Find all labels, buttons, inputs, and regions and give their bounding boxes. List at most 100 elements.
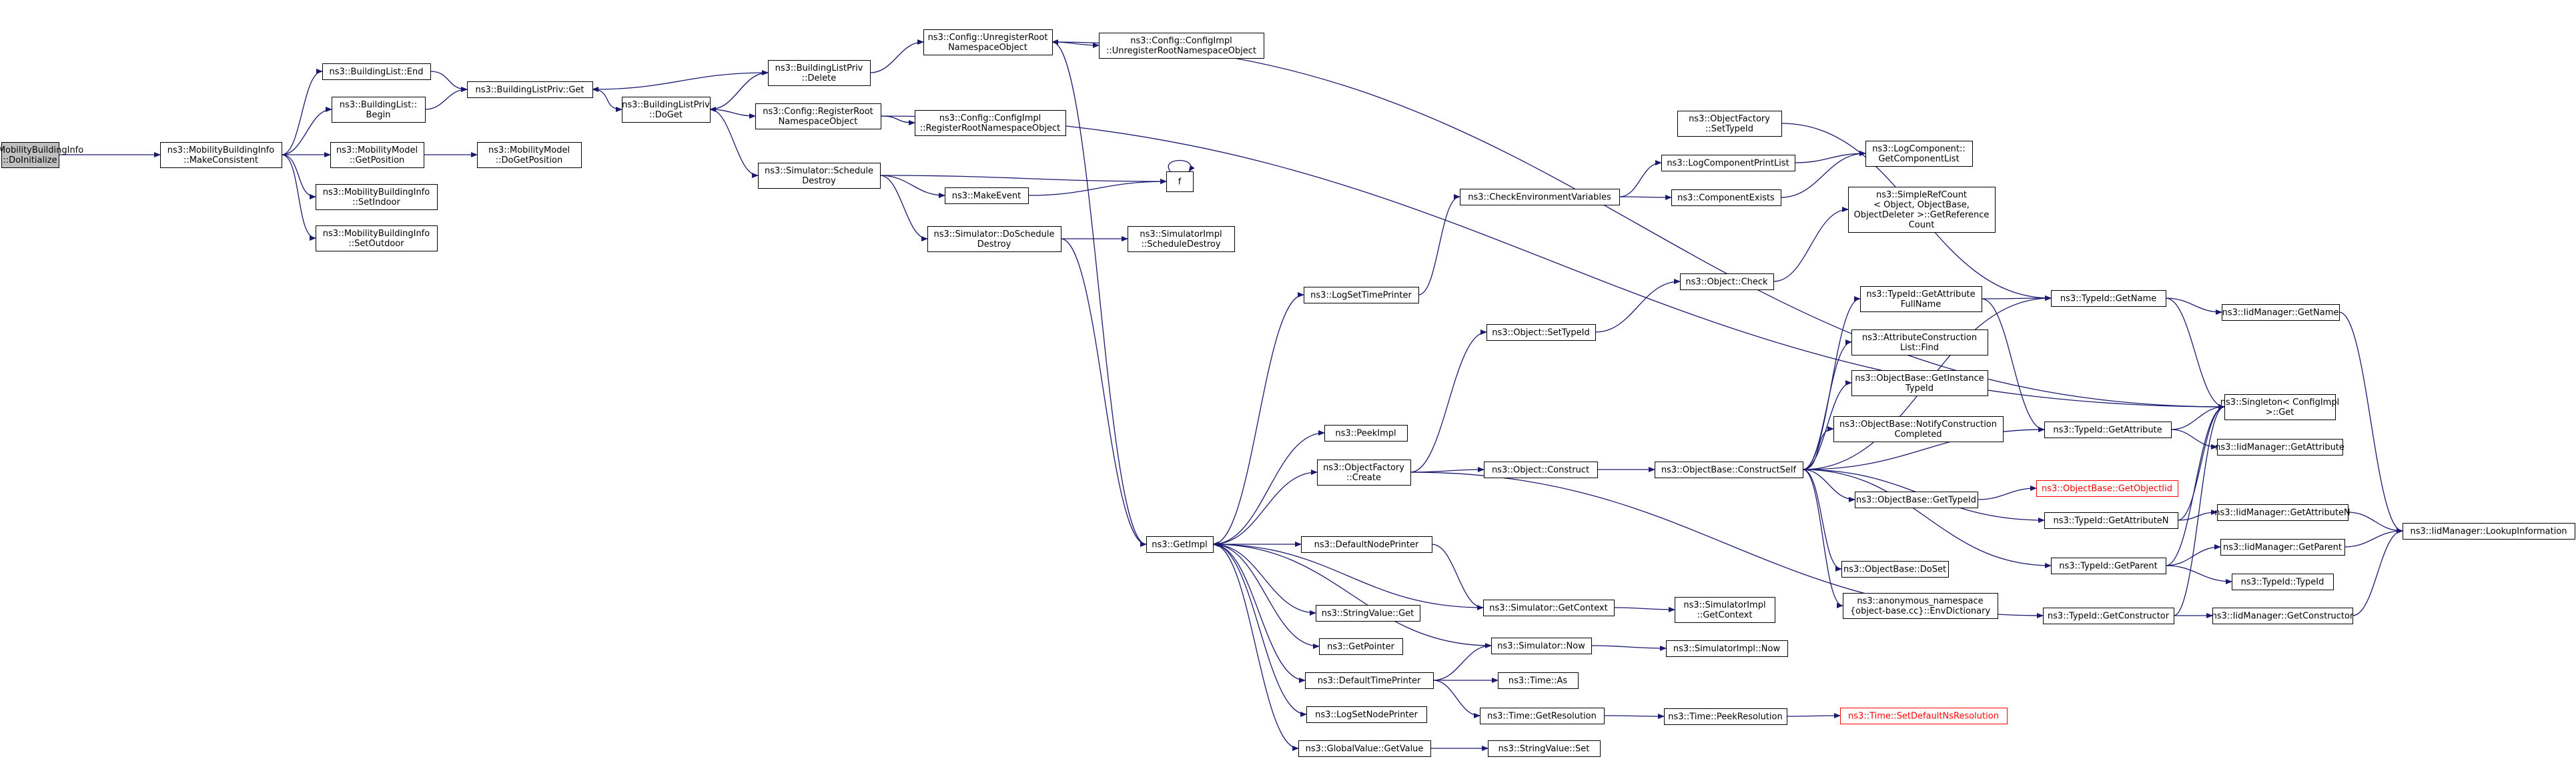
node-label: ns3::Config::ConfigImpl: [1130, 36, 1232, 46]
edge-n20-n27: [1212, 544, 1306, 683]
node-ns3-objectfactory-create[interactable]: ns3::ObjectFactory::Create: [1317, 460, 1411, 486]
node-ns3-simulatorimpl-scheduledestroy[interactable]: ns3::SimulatorImpl::ScheduleDestroy: [1128, 226, 1235, 252]
node-ns3-objectbase-doset[interactable]: ns3::ObjectBase::DoSet: [1841, 561, 1949, 578]
edge-n42-n52: [1802, 469, 1855, 502]
node-ns3-time-setdefaultnsresolution[interactable]: ns3::Time::SetDefaultNsResolution: [1840, 708, 2008, 724]
node-box: [1833, 416, 2004, 442]
node-ns3-logsetnodeprinter[interactable]: ns3::LogSetNodePrinter: [1306, 706, 1427, 723]
node-ns3-typeid-getparent[interactable]: ns3::TypeId::GetParent: [2051, 558, 2166, 574]
node-ns3-makeevent[interactable]: ns3::MakeEvent: [945, 187, 1029, 204]
node-ns3-config-registerroot-namespaceobject[interactable]: ns3::Config::RegisterRootNamespaceObject: [755, 103, 881, 129]
node-ns3-objectbase-notifyconstruction-completed[interactable]: ns3::ObjectBase::NotifyConstructionCompl…: [1833, 416, 2004, 442]
node-ns3-typeid-getconstructor[interactable]: ns3::TypeId::GetConstructor: [2043, 608, 2174, 624]
node-box: [1166, 171, 1194, 192]
node-ns3-time-getresolution[interactable]: ns3::Time::GetResolution: [1480, 708, 1605, 724]
node-ns3-checkenvironmentvariables[interactable]: ns3::CheckEnvironmentVariables: [1460, 189, 1620, 205]
node-label: < Object, ObjectBase,: [1873, 200, 1970, 210]
node-ns3-mobilitybuildinginfo-setindoor[interactable]: ns3::MobilityBuildingInfo::SetIndoor: [316, 184, 438, 210]
node-box: [316, 184, 438, 210]
node-ns3-typeid-getname[interactable]: ns3::TypeId::GetName: [2051, 290, 2166, 307]
node-ns3-objectbase-gettypeid[interactable]: ns3::ObjectBase::GetTypeId: [1855, 492, 1978, 508]
node-label: ns3::MobilityBuildingInfo: [323, 187, 430, 197]
node-ns3-time-peekresolution[interactable]: ns3::Time::PeekResolution: [1664, 708, 1787, 725]
node-box: [2224, 394, 2336, 420]
node-ns3-buildinglist-begin[interactable]: ns3::BuildingList::Begin: [332, 97, 426, 123]
node-ns3-simplerefcount-object-objectbase-objectdeleter-getreference-count[interactable]: ns3::SimpleRefCount< Object, ObjectBase,…: [1848, 187, 1996, 233]
node-label: ns3::IidManager::GetName: [2222, 308, 2339, 318]
node-box: [2051, 290, 2166, 307]
node-ns3-peekimpl[interactable]: ns3::PeekImpl: [1324, 425, 1408, 442]
node-ns3-objectfactory-settypeid[interactable]: ns3::ObjectFactory::SetTypeId: [1677, 111, 1782, 137]
node-box: [1306, 706, 1427, 723]
node-box: [1865, 141, 1973, 167]
node-box: [1491, 638, 1592, 654]
node-ns3-buildinglistpriv-doget[interactable]: ns3::BuildingListPriv::DoGet: [622, 97, 711, 123]
node-ns3-config-configimpl-registerrootnamespaceobject[interactable]: ns3::Config::ConfigImpl::RegisterRootNam…: [915, 110, 1066, 136]
node-f[interactable]: f: [1166, 171, 1194, 192]
node-ns3-iidmanager-getattributen[interactable]: ns3::IidManager::GetAttributeN: [2214, 504, 2350, 521]
node-ns3-getpointer[interactable]: ns3::GetPointer: [1319, 638, 1403, 655]
node-ns3-mobilitybuildinginfo-doinitialize[interactable]: ns3::MobilityBuildingInfo::DoInitialize: [0, 142, 83, 168]
node-ns3-buildinglistpriv-delete[interactable]: ns3::BuildingListPriv::Delete: [768, 60, 871, 86]
edge-n68-n69: [2352, 528, 2403, 616]
node-ns3-singleton-configimpl-get[interactable]: ns3::Singleton< ConfigImpl>::Get: [2220, 394, 2339, 420]
node-ns3-buildinglistpriv-get[interactable]: ns3::BuildingListPriv::Get: [467, 81, 593, 98]
node-ns3-typeid-getattributen[interactable]: ns3::TypeId::GetAttributeN: [2044, 512, 2178, 529]
edge-n33-n20: [1212, 542, 1484, 608]
node-ns3-iidmanager-lookupinformation[interactable]: ns3::IidManager::LookupInformation: [2403, 523, 2575, 540]
node-ns3-simulator-schedule-destroy[interactable]: ns3::Simulator::ScheduleDestroy: [758, 163, 881, 189]
node-ns3-simulatorimpl-getcontext[interactable]: ns3::SimulatorImpl::GetContext: [1675, 597, 1775, 623]
node-ns3-iidmanager-getname[interactable]: ns3::IidManager::GetName: [2222, 304, 2340, 321]
node-ns3-componentexists[interactable]: ns3::ComponentExists: [1671, 189, 1781, 206]
node-ns3-iidmanager-getparent[interactable]: ns3::IidManager::GetParent: [2220, 539, 2345, 556]
edge-n31-n41: [1595, 279, 1681, 333]
node-label: ns3::Config::ConfigImpl: [939, 113, 1041, 123]
edge-n10-n13: [869, 39, 924, 73]
node-ns3-defaulttimeprinter[interactable]: ns3::DefaultTimePrinter: [1305, 672, 1434, 689]
node-ns3-object-settypeid[interactable]: ns3::Object::SetTypeId: [1486, 324, 1596, 341]
edge-n33-n43: [1613, 606, 1675, 612]
node-ns3-getimpl[interactable]: ns3::GetImpl: [1146, 536, 1214, 553]
node-ns3-typeid-getattribute[interactable]: ns3::TypeId::GetAttribute: [2044, 422, 2172, 438]
node-ns3-logcomponent-getcomponentlist[interactable]: ns3::LogComponent::GetComponentList: [1865, 141, 1973, 167]
node-ns3-objectbase-constructself[interactable]: ns3::ObjectBase::ConstructSelf: [1655, 462, 1803, 478]
node-ns3-stringvalue-get[interactable]: ns3::StringValue::Get: [1316, 605, 1420, 622]
node-ns3-config-unregisterroot-namespaceobject[interactable]: ns3::Config::UnregisterRootNamespaceObje…: [923, 29, 1053, 55]
node-ns3-iidmanager-getattribute[interactable]: ns3::IidManager::GetAttribute: [2215, 439, 2344, 456]
node-ns3-mobilitymodel-dogetposition[interactable]: ns3::MobilityModel::DoGetPosition: [477, 142, 582, 168]
node-ns3-logsettimeprinter[interactable]: ns3::LogSetTimePrinter: [1304, 287, 1419, 303]
node-ns3-config-configimpl-unregisterrootnamespaceobject[interactable]: ns3::Config::ConfigImpl::UnregisterRootN…: [1099, 33, 1264, 59]
node-ns3-buildinglist-end[interactable]: ns3::BuildingList::End: [322, 63, 431, 80]
node-ns3-simulator-now[interactable]: ns3::Simulator::Now: [1491, 638, 1592, 654]
edge-n41-n47: [1773, 207, 1849, 282]
node-ns3-simulatorimpl-now[interactable]: ns3::SimulatorImpl::Now: [1666, 640, 1788, 657]
node-label: ns3::Object::SetTypeId: [1492, 328, 1589, 338]
node-box: [1677, 111, 1782, 137]
node-ns3-objectbase-getobjectiid[interactable]: ns3::ObjectBase::GetObjectIid: [2036, 480, 2178, 497]
node-ns3-simulator-getcontext[interactable]: ns3::Simulator::GetContext: [1483, 600, 1615, 616]
node-ns3-mobilitymodel-getposition[interactable]: ns3::MobilityModel::GetPosition: [330, 142, 424, 168]
node-ns3-globalvalue-getvalue[interactable]: ns3::GlobalValue::GetValue: [1298, 740, 1431, 757]
edge-n65-n69: [2347, 512, 2403, 534]
node-ns3-mobilitybuildinginfo-makeconsistent[interactable]: ns3::MobilityBuildingInfo::MakeConsisten…: [160, 142, 282, 168]
node-ns3-mobilitybuildinginfo-setoutdoor[interactable]: ns3::MobilityBuildingInfo::SetOutdoor: [316, 225, 438, 251]
node-ns3-logcomponentprintlist[interactable]: ns3::LogComponentPrintList: [1661, 155, 1795, 171]
node-ns3-iidmanager-getconstructor[interactable]: ns3::IidManager::GetConstructor: [2212, 608, 2354, 624]
node-ns3-typeid-typeid[interactable]: ns3::TypeId::TypeId: [2232, 574, 2334, 590]
node-label: ns3::SimulatorImpl: [1683, 600, 1765, 610]
node-ns3-defaultnodeprinter[interactable]: ns3::DefaultNodePrinter: [1301, 536, 1432, 553]
edge-n24-n33: [1431, 544, 1484, 610]
node-ns3-object-construct[interactable]: ns3::Object::Construct: [1484, 462, 1598, 478]
node-box: [2212, 608, 2353, 624]
node-ns3-anonymous-namespace-object-base-cc-envdictionary[interactable]: ns3::anonymous_namespace{object-base.cc}…: [1843, 593, 1998, 619]
edge-n66-n69: [2344, 528, 2403, 548]
node-ns3-stringvalue-set[interactable]: ns3::StringValue::Set: [1488, 740, 1601, 757]
node-label: Destroy: [802, 176, 836, 186]
edge-n42-n54: [1802, 469, 1843, 608]
node-ns3-object-check[interactable]: ns3::Object::Check: [1680, 273, 1774, 290]
node-ns3-time-as[interactable]: ns3::Time::As: [1498, 672, 1579, 689]
